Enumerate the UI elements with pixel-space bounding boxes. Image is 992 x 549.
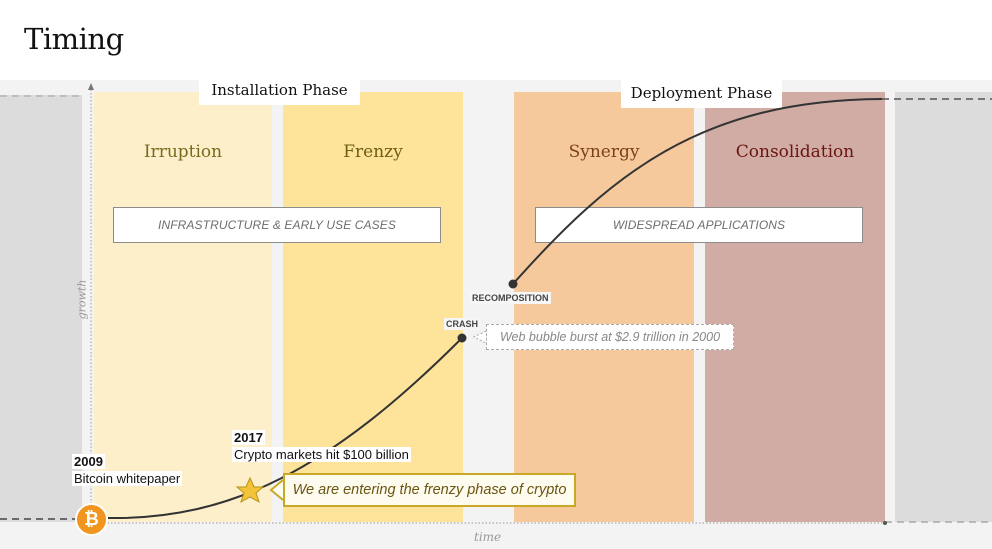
y-axis-arrow [88,83,94,90]
synergy-band [514,92,694,522]
left-outer-band [0,95,82,522]
right-outer-band [895,92,992,522]
crash-note: Web bubble burst at $2.9 trillion in 200… [486,324,734,350]
event-2017-desc: Crypto markets hit $100 billion [232,447,411,462]
stage-frenzy: Frenzy [343,142,403,162]
installation-phase-label: Installation Phase [199,75,360,105]
recomposition-label: RECOMPOSITION [470,292,551,304]
deployment-curve [512,98,883,285]
y-axis-label: growth [75,279,89,320]
installation-use-cases: INFRASTRUCTURE & EARLY USE CASES [113,207,441,243]
bitcoin-icon: ₿ [75,503,108,536]
stage-consolidation: Consolidation [735,142,855,162]
frenzy-callout: We are entering the frenzy phase of cryp… [283,473,576,507]
event-2009-year: 2009 [72,454,105,469]
event-2009-desc: Bitcoin whitepaper [72,471,183,486]
crash-label: CRASH [444,318,481,330]
consolidation-band [705,92,885,522]
star-icon [235,476,265,504]
stage-synergy: Synergy [568,142,640,162]
x-axis-label: time [474,530,502,544]
event-2017-year: 2017 [232,430,265,445]
stage-irruption: Irruption [143,142,223,162]
frenzy-callout-pointer [269,479,284,501]
deployment-phase-label: Deployment Phase [621,78,782,108]
x-axis-end [883,521,887,525]
installation-curve [107,337,463,520]
deployment-use-cases: WIDESPREAD APPLICATIONS [535,207,863,243]
page-title: Timing [24,22,124,56]
crash-point [457,333,467,343]
crash-callout-pointer [472,330,487,344]
recomposition-point [508,279,518,289]
